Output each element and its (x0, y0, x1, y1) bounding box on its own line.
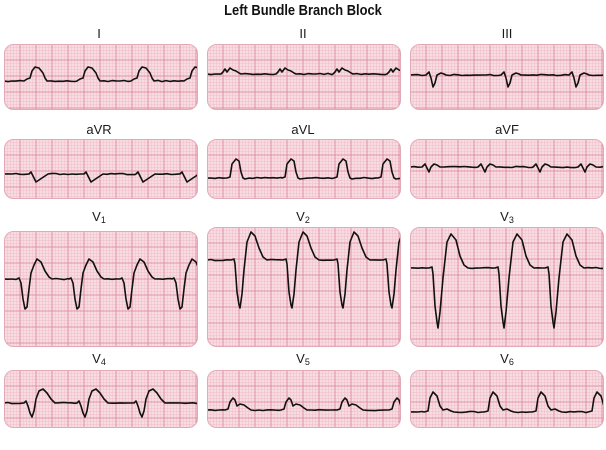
ecg-strip-V6 (410, 370, 604, 428)
ecg-strip-V4 (4, 370, 198, 428)
lead-label-aVF: aVF (495, 122, 519, 137)
ecg-trace (410, 391, 604, 414)
ecg-trace (207, 231, 401, 309)
ecg-trace (207, 67, 401, 76)
ecg-trace (4, 66, 198, 83)
ecg-strip-II (207, 44, 401, 110)
lead-label-V6: V6 (500, 351, 514, 367)
ecg-strip-V1 (4, 231, 198, 347)
ecg-trace (410, 163, 604, 173)
ecg-trace (207, 158, 401, 180)
ecg-strip-aVR (4, 139, 198, 199)
lead-label-I: I (97, 26, 101, 41)
lead-label-V1: V1 (92, 209, 106, 225)
figure-title: Left Bundle Branch Block (224, 2, 382, 19)
ecg-strip-V3 (410, 227, 604, 347)
lead-label-III: III (501, 26, 513, 41)
ecg-trace (410, 71, 604, 88)
ecg-trace (4, 258, 198, 310)
ecg-strip-aVL (207, 139, 401, 199)
lead-label-aVR: aVR (86, 122, 112, 137)
ecg-strip-aVF (410, 139, 604, 199)
ecg-trace (4, 171, 198, 183)
lead-label-aVL: aVL (291, 122, 315, 137)
lead-label-II: II (299, 26, 307, 41)
ecg-trace (207, 397, 401, 412)
lead-label-V5: V5 (296, 351, 310, 367)
ecg-strip-V5 (207, 370, 401, 428)
ecg-trace (4, 388, 198, 418)
ecg-trace (410, 233, 604, 329)
lead-label-V3: V3 (500, 209, 514, 225)
lead-label-V4: V4 (92, 351, 106, 367)
lead-label-V2: V2 (296, 209, 310, 225)
ecg-strip-III (410, 44, 604, 110)
ecg-strip-V2 (207, 227, 401, 347)
ecg-strip-I (4, 44, 198, 110)
